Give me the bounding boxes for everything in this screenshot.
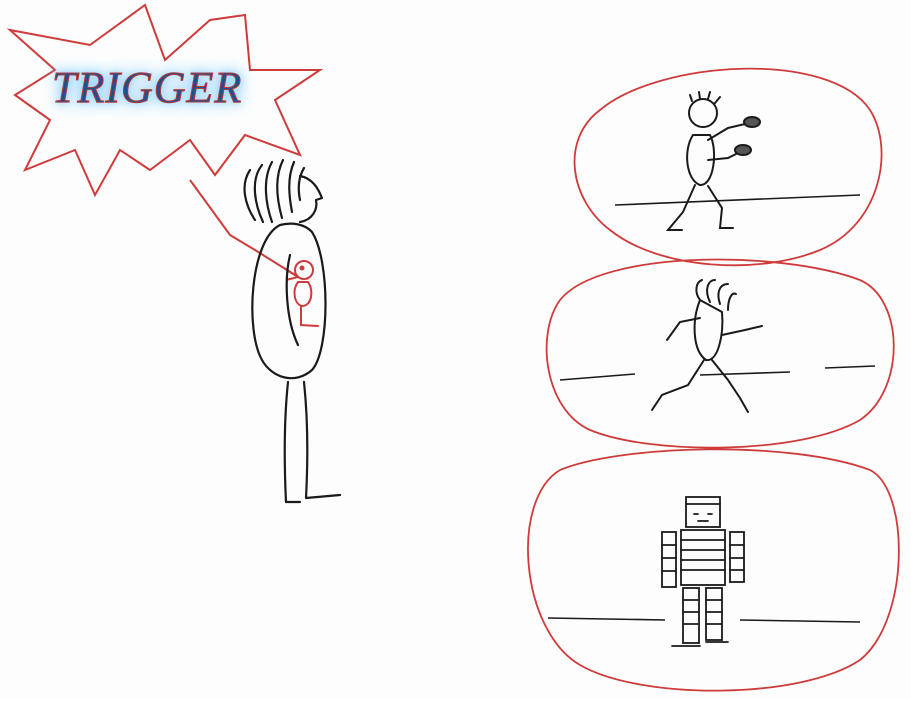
frozen-torso [681, 530, 725, 585]
panel-freeze [528, 449, 899, 690]
runner-arm-front [722, 326, 762, 335]
runner-hair [696, 280, 736, 310]
fist-lower [735, 145, 751, 155]
frozen-leg-left-stripes [683, 600, 699, 624]
panel-flight [547, 260, 894, 448]
frozen-feet [672, 642, 728, 646]
trigger-label: TRIGGER [52, 62, 242, 113]
frozen-leg-right [706, 588, 722, 640]
fighter-head [689, 99, 717, 127]
inner-red-figure [295, 261, 318, 326]
hair-strand [289, 162, 294, 212]
frozen-arm-right [730, 532, 744, 582]
body-outline [252, 224, 325, 378]
frozen-arm-left-stripes [662, 545, 676, 571]
frozen-arm-right-stripes [730, 545, 744, 570]
leg-right [304, 382, 340, 498]
runner-leg-back [652, 360, 704, 410]
fist-upper [744, 117, 760, 127]
ground-line [548, 618, 860, 622]
frozen-face [694, 514, 712, 521]
hair-strand [277, 160, 283, 218]
face-profile [300, 176, 322, 222]
running-figure [652, 280, 762, 412]
inner-body [295, 282, 312, 306]
inner-legs [301, 306, 318, 326]
frozen-arm-left [662, 532, 676, 587]
hair-strand [299, 168, 304, 200]
leg-left [285, 382, 288, 502]
panel-fight [575, 69, 882, 266]
hair-strand [245, 170, 255, 220]
fighter-leg-right [708, 186, 733, 228]
arrow-line [190, 180, 295, 275]
standing-person [245, 160, 340, 502]
inner-head [295, 261, 313, 279]
fighter-leg-left [668, 185, 695, 230]
fighter-arm-upper [708, 124, 745, 140]
fighter-arm-lower [708, 152, 740, 160]
inner-eye [301, 267, 304, 270]
runner-body [695, 300, 723, 360]
hair-strand [255, 165, 263, 222]
fighting-figure [668, 92, 760, 230]
runner-leg-front [712, 360, 748, 412]
frozen-torso-stripes [681, 540, 725, 570]
frozen-figure [662, 497, 744, 646]
frozen-leg-right-stripes [706, 600, 722, 624]
hair-strand [266, 162, 272, 222]
panel-fight-outline [575, 69, 882, 266]
ground-line [615, 195, 860, 205]
frozen-leg-left [683, 588, 699, 643]
frozen-head [686, 497, 720, 527]
